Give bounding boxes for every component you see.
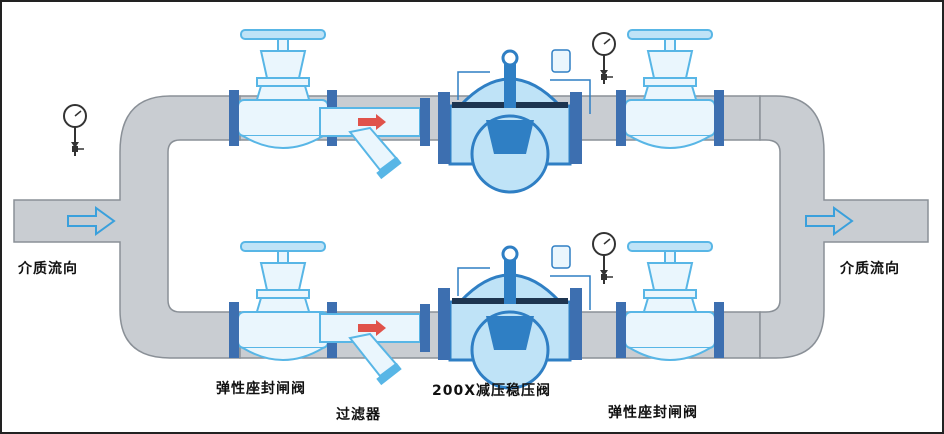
- strainer-label: 过滤器: [336, 407, 381, 423]
- gate-valve-bottom-right: [615, 241, 725, 361]
- pressure-reducing-valve-top: [436, 48, 592, 194]
- pressure-reducing-valve-bottom: [436, 244, 592, 390]
- flow-arrow-icon: [805, 206, 854, 236]
- flow-arrow-icon: [67, 206, 116, 236]
- gate-valve-label-right: 弹性座封闸阀: [608, 405, 698, 421]
- gate-valve-top-right: [615, 29, 725, 149]
- pressure-gauge-icon: [592, 232, 616, 285]
- flow-direction-label-out: 介质流向: [840, 261, 900, 277]
- pressure-gauge-icon: [63, 104, 87, 157]
- gate-valve-label-left: 弹性座封闸阀: [216, 381, 306, 397]
- pressure-reducing-valve-label: 200X减压稳压阀: [432, 383, 552, 399]
- pressure-gauge-icon: [592, 32, 616, 85]
- flow-direction-label-in: 介质流向: [18, 261, 78, 277]
